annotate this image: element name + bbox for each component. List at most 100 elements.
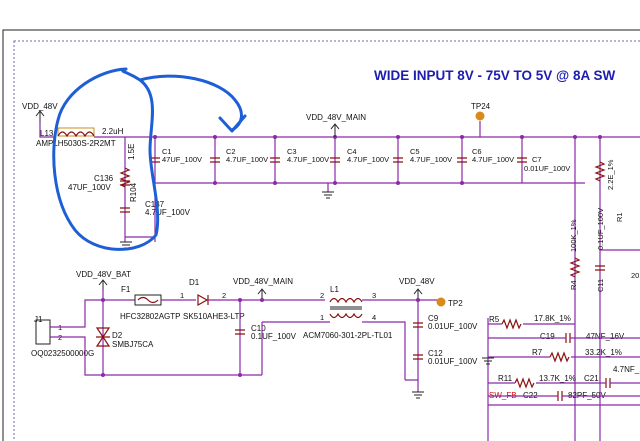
l13-value: 2.2uH	[102, 127, 124, 136]
r5-value: 17.8K_1%	[534, 314, 571, 323]
d1-pin1: 1	[180, 291, 184, 300]
c21-value: 4.7NF_16V	[613, 365, 640, 374]
gnd-fb	[482, 357, 494, 365]
tp2-marker	[436, 297, 446, 307]
junction	[396, 181, 400, 185]
c9-value: 0.01UF_100V	[428, 322, 478, 331]
c137-symbol	[120, 207, 130, 213]
c9-symbol	[413, 322, 423, 328]
junction	[396, 135, 400, 139]
junction	[213, 135, 217, 139]
c11-value: 0.1UF_100V	[596, 208, 605, 250]
c10-ref: C10	[251, 324, 266, 333]
r11-symbol	[514, 377, 535, 389]
c19-symbol	[565, 333, 571, 343]
r11-value: 13.7K_1%	[539, 374, 576, 383]
d2-symbol	[95, 327, 111, 347]
wire-j1-pin1	[50, 299, 135, 328]
c137-ref: C137	[145, 200, 165, 209]
net-vdd-48v-main-bot: VDD_48V_MAIN	[233, 277, 293, 286]
r104-value: 1.5E	[127, 144, 136, 160]
annotation-circle-and-arrow	[52, 67, 243, 251]
c21-ref: C21	[584, 374, 599, 383]
junction	[273, 135, 277, 139]
junction	[520, 135, 524, 139]
f1-part: HFC32802AGTP	[120, 312, 180, 321]
c2-symbol	[210, 157, 220, 163]
r7-value: 33.2K_1%	[585, 348, 622, 357]
r7-ref: R7	[532, 348, 543, 357]
r4-ref: R4	[569, 280, 578, 290]
r104-ref: R104	[129, 182, 138, 202]
c6-symbol	[457, 157, 467, 163]
l1-pin4: 4	[372, 313, 376, 322]
junction	[333, 181, 337, 185]
l1-coil-bot	[329, 312, 363, 319]
wire-vdd-48v-top	[39, 122, 55, 138]
c19-ref: C19	[540, 332, 555, 341]
r1-symbol	[594, 161, 606, 182]
d1-pin2: 2	[222, 291, 226, 300]
c4-symbol	[330, 157, 340, 163]
net-vdd-48v-main-top: VDD_48V_MAIN	[306, 113, 366, 122]
c22-symbol	[557, 391, 563, 401]
tp24-label: TP24	[471, 102, 491, 111]
junction	[238, 373, 242, 377]
c11-ref: C11	[596, 279, 605, 292]
junction	[460, 135, 464, 139]
c5-symbol	[393, 157, 403, 163]
junction	[273, 181, 277, 185]
l1-pin2: 2	[320, 291, 324, 300]
net-vdd-48v-top: VDD_48V	[22, 102, 58, 111]
c1-ref: C1	[162, 147, 172, 156]
l1-pin1: 1	[320, 313, 324, 322]
r7-symbol	[549, 351, 570, 363]
c136-value: 47UF_100V	[68, 183, 111, 192]
c3-symbol	[270, 157, 280, 163]
tp24-marker	[475, 111, 485, 121]
power-arrow-vdd-48v-top	[35, 110, 45, 122]
c137-value: 4.7UF_100V	[145, 208, 191, 217]
c6-value: 4.7UF_100V	[472, 155, 514, 164]
net-vdd-48v-right: VDD_48V	[399, 277, 435, 286]
annotation-arrowhead	[218, 114, 247, 133]
junction	[101, 298, 105, 302]
power-arrow-vdd-48v-bat	[98, 279, 108, 290]
j1-part: OQ0232500000G	[31, 349, 94, 358]
f1-element	[137, 296, 159, 304]
d1-part: SK510AHE3-LTP	[183, 312, 245, 321]
r5-ref: R5	[489, 315, 500, 324]
junction	[460, 181, 464, 185]
j1-body	[35, 319, 51, 345]
l13-coil	[57, 131, 95, 138]
wire-j1-pin2	[50, 336, 262, 376]
c3-ref: C3	[287, 147, 297, 156]
f1-ref: F1	[121, 285, 131, 294]
junction	[573, 135, 577, 139]
c11-symbol	[595, 265, 605, 271]
c4-ref: C4	[347, 147, 357, 156]
r104-symbol	[119, 167, 131, 188]
r1-value: 2.2E_1%	[606, 159, 615, 190]
gnd-cap-bank	[322, 191, 334, 199]
net-vdd-48v-bat: VDD_48V_BAT	[76, 270, 131, 279]
junction	[101, 373, 105, 377]
c5-ref: C5	[410, 147, 420, 156]
partial-label-20: 20	[631, 271, 639, 280]
wire-c12-gnd	[405, 379, 419, 392]
c2-value: 4.7UF_100V	[226, 155, 268, 164]
c2-ref: C2	[226, 147, 236, 156]
c5-value: 4.7UF_100V	[410, 155, 452, 164]
c12-value: 0.01UF_100V	[428, 357, 478, 366]
cap-bank	[150, 137, 527, 183]
sheet-title: WIDE INPUT 8V - 75V TO 5V @ 8A SW	[374, 68, 615, 83]
junction	[260, 298, 264, 302]
c19-value: 47NF_16V	[586, 332, 625, 341]
c7-symbol	[517, 157, 527, 163]
c10-value: 0.1UF_100V	[251, 332, 297, 341]
d1-ref: D1	[189, 278, 200, 287]
c1-value: 47UF_100V	[162, 155, 202, 164]
c12-ref: C12	[428, 349, 443, 358]
